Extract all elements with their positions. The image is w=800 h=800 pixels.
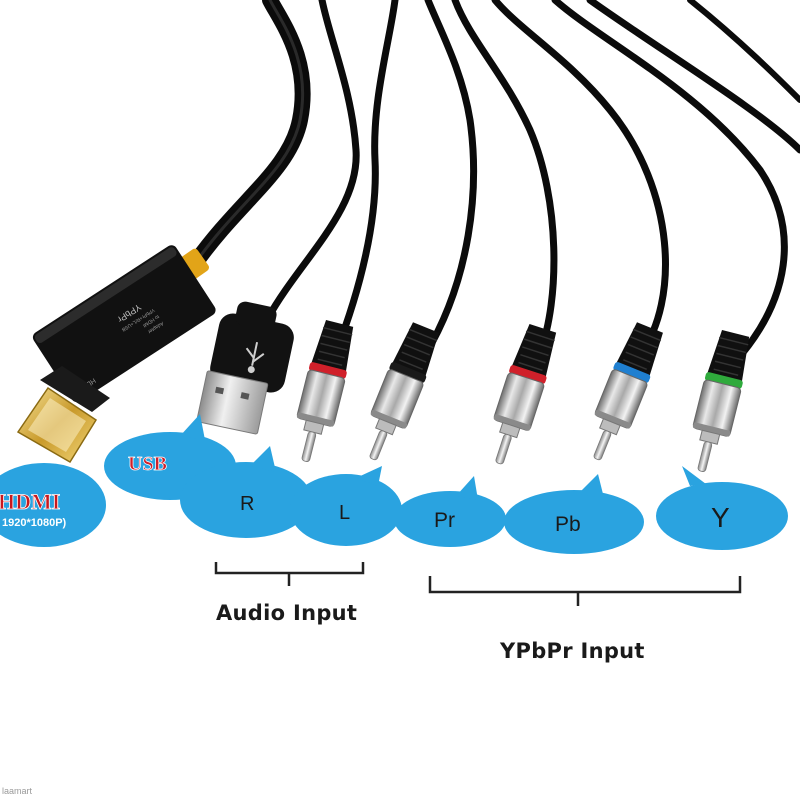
rca-plugs xyxy=(296,320,750,472)
audio-input-label: Audio Input xyxy=(216,601,358,625)
hdmi-cable xyxy=(188,0,311,270)
pr-cable xyxy=(451,0,558,356)
l-bubble: L xyxy=(290,466,402,546)
ypbpr-input-label: YPbPr Input xyxy=(500,639,645,663)
rca-plug-r xyxy=(296,320,354,462)
pb-cable xyxy=(491,0,669,359)
pb-bubble-label: Pb xyxy=(555,513,581,536)
rca-plug-l xyxy=(369,322,439,461)
r-bubble-label: R xyxy=(240,493,254,515)
r-bubble: R xyxy=(180,446,312,538)
pr-bubble-label: Pr xyxy=(434,509,455,532)
y-cable xyxy=(551,0,788,366)
l-bubble-label: L xyxy=(339,502,350,524)
hdmi-plug xyxy=(16,366,110,464)
hdmi-bubble: HDMI 1920*1080P) xyxy=(0,463,106,547)
hdmi-bubble-title: HDMI xyxy=(0,489,60,514)
usb-bubble-label: USB xyxy=(128,453,167,475)
bracket-lines xyxy=(214,562,742,606)
cables xyxy=(188,0,800,366)
rca-plug-pb xyxy=(593,322,663,461)
usb-cable xyxy=(264,0,360,322)
rca-plug-y xyxy=(692,330,750,472)
usb-plug xyxy=(196,301,294,435)
pr-bubble: Pr xyxy=(394,476,506,547)
rca-plug-pr xyxy=(493,324,557,465)
watermark-text: laamart xyxy=(2,786,33,796)
r-cable xyxy=(332,0,399,356)
y-bubble: Y xyxy=(656,466,788,550)
hdmi-bubble-subtitle: 1920*1080P) xyxy=(2,517,67,529)
usb-symbol-icon xyxy=(245,342,265,374)
label-bubbles: HDMI 1920*1080P) USB R L Pr xyxy=(0,414,788,554)
ypbpr-bracket xyxy=(428,576,742,606)
y-bubble-label: Y xyxy=(711,502,730,533)
hdmi-adapter: YPbPr YPbPr+R/L+USB to HDMI Adapter HDMI xyxy=(16,245,216,464)
l-cable xyxy=(421,0,478,359)
audio-bracket xyxy=(214,562,365,586)
pb-bubble: Pb xyxy=(504,474,644,554)
